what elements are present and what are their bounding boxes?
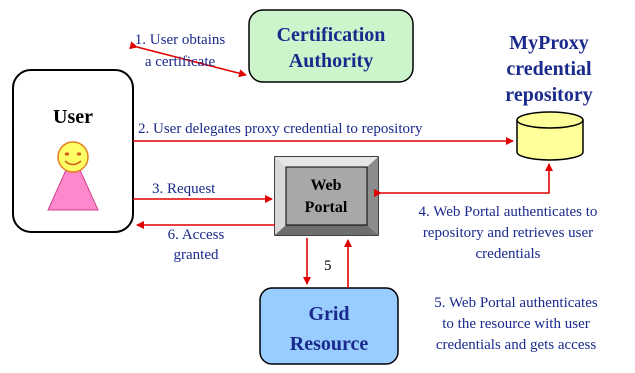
user-eye-left — [64, 152, 70, 156]
portal-bevel-top — [275, 157, 378, 167]
edge-6-label-line1: 6. Access — [168, 227, 225, 243]
cylinder-body — [516, 120, 584, 161]
certification-authority-node: Certification Authority — [248, 9, 414, 83]
portal-bevel-left — [275, 157, 286, 235]
edge-5-label: 5 — [324, 258, 332, 274]
grid-resource-node: Grid Resource — [259, 287, 399, 365]
cylinder-top — [516, 111, 584, 129]
portal-bevel-bottom — [275, 225, 378, 235]
myproxy-label: MyProxy credential repository — [505, 32, 592, 106]
edge-5-note-line3: credentials and gets access — [436, 337, 597, 353]
edge-labels: 1. User obtains a certificate 2. User de… — [135, 32, 598, 353]
edge-2-label: 2. User delegates proxy credential to re… — [138, 121, 423, 137]
user-face-icon — [57, 141, 89, 173]
myproxy-label-line2: credential — [506, 58, 592, 80]
grid-label-line1: Grid — [308, 303, 349, 325]
portal-label-line1: Web — [310, 177, 341, 194]
portal-bevel-right — [367, 157, 378, 235]
portal-face — [285, 166, 368, 226]
grid-label-line2: Resource — [290, 333, 369, 355]
user-smile — [64, 160, 82, 166]
edge-5-note-line2: to the resource with user — [442, 316, 589, 332]
edge-1-label-line1: 1. User obtains — [135, 32, 226, 48]
arrow-user-ca — [129, 41, 247, 78]
grid-box — [259, 287, 399, 365]
arrows — [129, 41, 553, 288]
myproxy-repository-cylinder — [516, 111, 584, 161]
edge-4-label-line3: credentials — [476, 246, 541, 262]
portal-label-line2: Portal — [305, 199, 348, 216]
user-node: User — [12, 69, 134, 233]
edge-4-label-line2: repository and retrieves user — [423, 225, 593, 241]
myproxy-label-line3: repository — [505, 84, 592, 106]
ca-box — [248, 9, 414, 83]
arrow-portal-myproxy — [374, 163, 553, 197]
edge-6-label-line2: granted — [174, 247, 219, 263]
user-label: User — [53, 106, 93, 128]
user-eye-right — [76, 152, 82, 156]
edge-5-note-line1: 5. Web Portal authenticates — [434, 295, 598, 311]
web-portal-node: Web Portal — [274, 156, 379, 236]
myproxy-label-line1: MyProxy — [509, 32, 589, 54]
ca-label-line1: Certification — [277, 24, 386, 46]
edge-3-label: 3. Request — [152, 181, 216, 197]
edge-1-label-line2: a certificate — [145, 54, 216, 70]
edge-4-label-line1: 4. Web Portal authenticates to — [419, 204, 598, 220]
ca-label-line2: Authority — [289, 50, 373, 72]
